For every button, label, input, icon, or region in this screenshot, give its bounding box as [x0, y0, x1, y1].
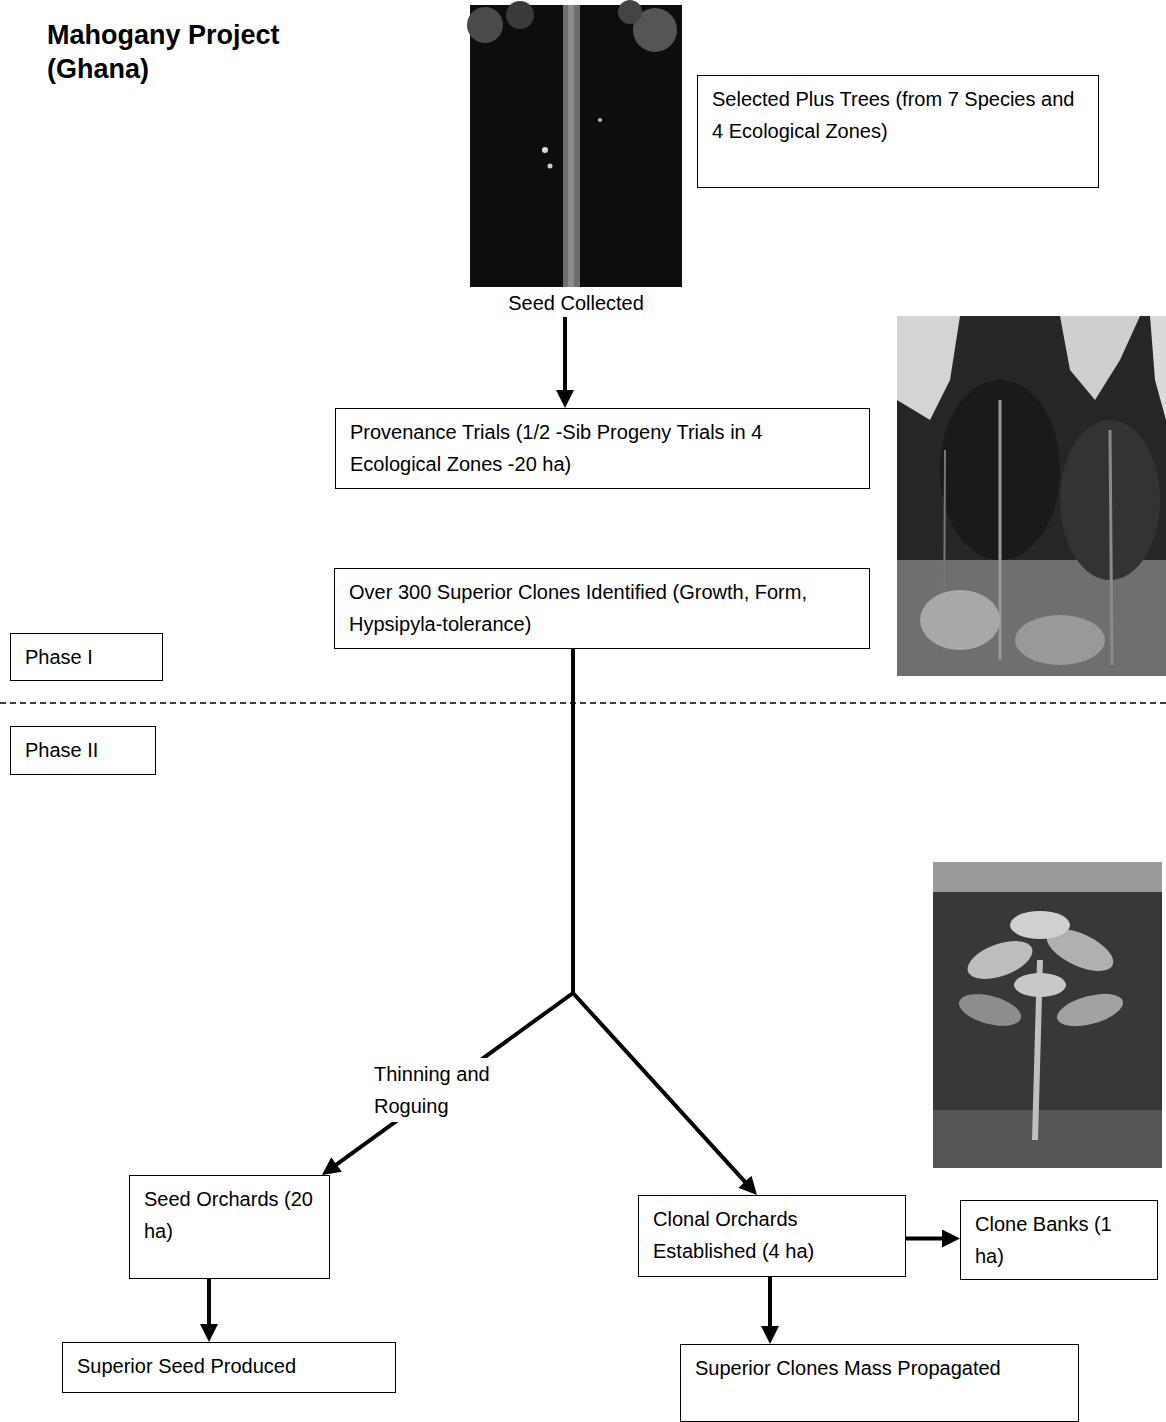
box-text: Clonal Orchards Established (4 ha) [653, 1203, 891, 1267]
trunk-photo [467, 0, 682, 287]
phase-divider [0, 702, 1166, 704]
sky-patch [897, 316, 960, 420]
trunk-highlight [568, 5, 574, 287]
foliage-patch [506, 1, 534, 29]
box-text: Provenance Trials (1/2 -Sib Progeny Tria… [350, 416, 855, 480]
process-box: Clonal Orchards Established (4 ha) [638, 1195, 906, 1277]
box-text: Phase I [25, 641, 148, 673]
leaf [955, 988, 1024, 1032]
soil [933, 1110, 1162, 1168]
process-box: Phase I [10, 633, 163, 681]
leaf [1010, 911, 1070, 939]
flow-arrow [207, 1279, 211, 1332]
background-strip [933, 862, 1162, 892]
photo-ground [897, 316, 1166, 676]
leaf [1014, 973, 1066, 997]
box-text: Phase II [25, 734, 141, 766]
sky-patch [1150, 316, 1166, 420]
light-speck [542, 147, 548, 153]
box-text: Over 300 Superior Clones Identified (Gro… [349, 576, 855, 640]
process-box: Provenance Trials (1/2 -Sib Progeny Tria… [335, 408, 870, 489]
light-speck [548, 164, 553, 169]
undergrowth [920, 590, 1000, 650]
plantation-photo [897, 316, 1166, 676]
box-text: Superior Clones Mass Propagated [695, 1352, 1064, 1384]
sky-patch [1060, 316, 1140, 400]
diagram-title: Mahogany Project (Ghana) [47, 18, 297, 86]
ground-patch [897, 560, 1166, 676]
flow-arrow [330, 649, 573, 1169]
foliage-patch [467, 7, 503, 43]
box-text: Clone Banks (1 ha) [975, 1208, 1143, 1272]
process-box: Selected Plus Trees (from 7 Species and … [697, 75, 1099, 188]
box-text: Seed Collected [504, 289, 648, 317]
foliage-patch [618, 0, 642, 24]
seedling-photo [933, 862, 1162, 1168]
photo-ground [933, 862, 1162, 1168]
process-box: Phase II [10, 726, 156, 775]
process-box: Over 300 Superior Clones Identified (Gro… [334, 568, 870, 649]
tree-trunk [1110, 430, 1112, 665]
process-box: Seed Orchards (20 ha) [129, 1175, 330, 1279]
box-text: Superior Seed Produced [77, 1350, 381, 1382]
photo-ground [470, 5, 682, 287]
trunk [563, 5, 580, 287]
flow-arrow [563, 317, 567, 398]
photo-caption: Seed Collected [470, 5, 682, 317]
leaf [1054, 988, 1127, 1033]
flow-arrow [573, 649, 750, 1188]
process-box: Superior Seed Produced [62, 1342, 396, 1393]
box-text: Selected Plus Trees (from 7 Species and … [712, 83, 1084, 147]
flow-arrow [906, 1237, 950, 1241]
undergrowth [1015, 615, 1105, 665]
process-box: Clone Banks (1 ha) [960, 1200, 1158, 1280]
process-box: Superior Clones Mass Propagated [680, 1344, 1079, 1422]
box-text: Seed Orchards (20 ha) [144, 1183, 315, 1247]
edge-label: Thinning and Roguing [372, 1058, 526, 1122]
flow-arrow [768, 1277, 772, 1334]
light-speck [598, 118, 602, 122]
